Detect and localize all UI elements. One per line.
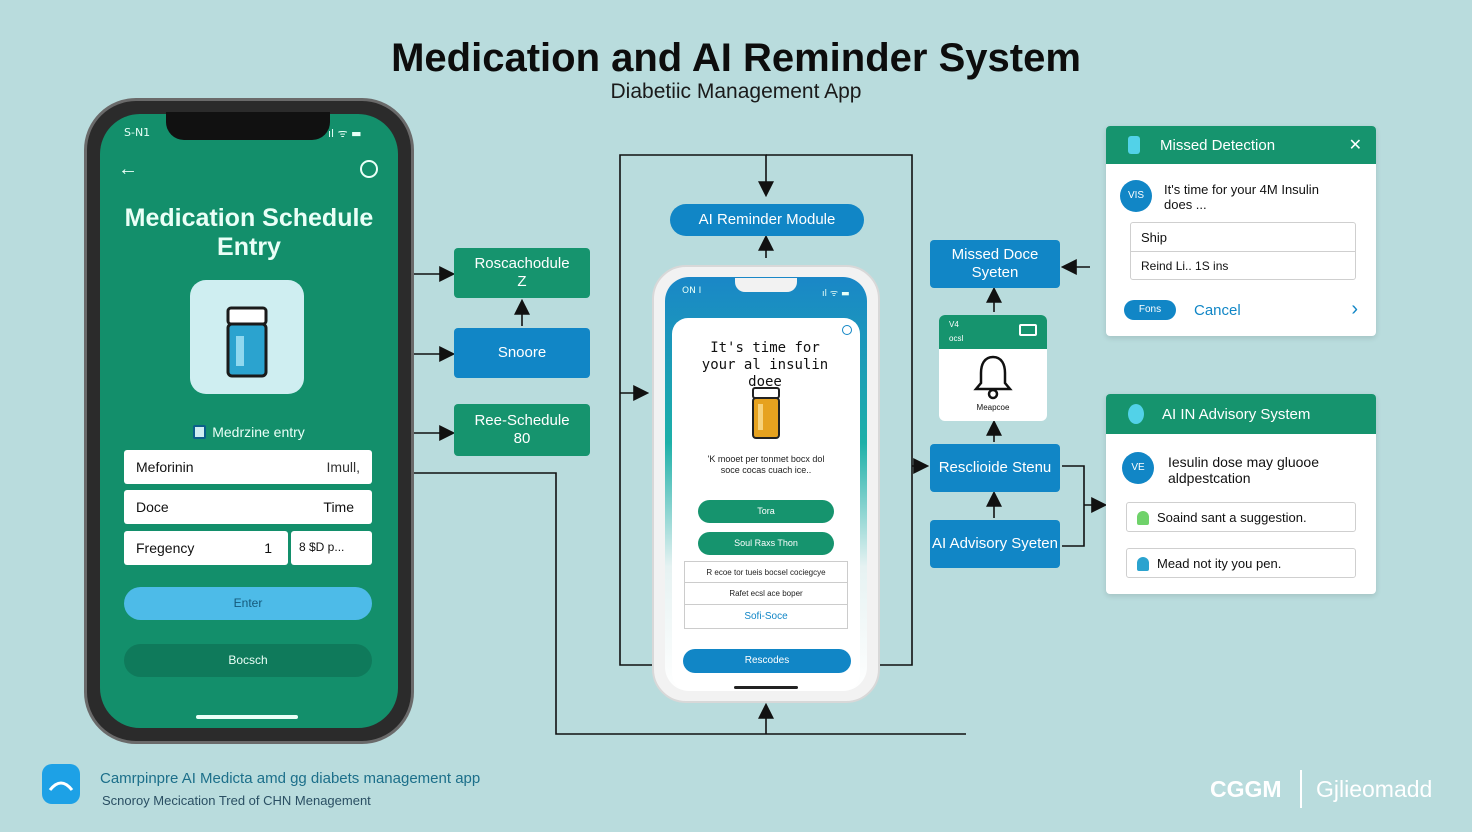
- reschedule-button[interactable]: Rescodes: [683, 649, 851, 673]
- phone-notch: [166, 112, 330, 140]
- reschedule-module-top[interactable]: Roscachodule Z: [454, 248, 590, 298]
- ai-advisory-module[interactable]: AI Advisory Syeten: [930, 520, 1060, 568]
- reschedule-module-bottom[interactable]: Ree-Schedule 80: [454, 404, 590, 456]
- snooze-button[interactable]: Soul Raxs Thon: [698, 532, 834, 555]
- frequency-field[interactable]: Fregency 1: [124, 531, 288, 565]
- take-button[interactable]: Tora: [698, 500, 834, 523]
- status-bar-left: S-N1: [124, 126, 151, 139]
- center-phone-notch: [735, 278, 797, 292]
- footer-line-2: Scnoroy Mecication Tred of CHN Menagemen…: [102, 793, 371, 808]
- option-row-2[interactable]: Rafet ecsl ace boper: [684, 583, 848, 605]
- advisory-avatar: VE: [1122, 452, 1154, 484]
- dose-time-field[interactable]: Doce Time: [124, 490, 372, 524]
- entry-label: Medrzine entry: [100, 424, 398, 440]
- search-button[interactable]: Bocsch: [124, 644, 372, 677]
- settings-icon[interactable]: [360, 160, 378, 178]
- reminder-message: It's time for your al insulin doee: [701, 340, 829, 390]
- chevron-right-icon[interactable]: ›: [1351, 298, 1358, 320]
- center-signal-icon: ıl ᯤ ▬: [822, 289, 850, 299]
- center-status-left: ON I: [682, 286, 702, 296]
- center-home-indicator: [734, 686, 798, 689]
- page-title: Medication and AI Reminder System: [391, 36, 1081, 80]
- avatar: VIS: [1120, 180, 1152, 212]
- ai-reminder-module[interactable]: AI Reminder Module: [670, 204, 864, 236]
- advisory-message: Iesulin dose may gluooe aldpestcation: [1168, 454, 1319, 486]
- vial-icon: [1128, 136, 1140, 154]
- bell-icon: [973, 353, 1013, 406]
- advisory-icon: [1128, 404, 1144, 424]
- brand-logo: CGGM: [1210, 776, 1282, 802]
- advisory-join: [1062, 465, 1085, 547]
- missed-options: Ship Reind Li.. 1S ins: [1130, 222, 1356, 280]
- advisory-panel-header: AI IN Advisory System: [1106, 394, 1376, 434]
- suggestion-item-2[interactable]: Mead not ity you pen.: [1126, 548, 1356, 578]
- enter-button[interactable]: Enter: [124, 587, 372, 620]
- app-logo: [42, 764, 80, 804]
- cancel-link[interactable]: Cancel: [1194, 302, 1241, 319]
- remind-option[interactable]: Reind Li.. 1S ins: [1141, 259, 1229, 273]
- page-subtitle: Diabetiic Management App: [610, 80, 862, 103]
- signal-icon: ıl ᯤ ▬: [328, 127, 362, 140]
- missed-dose-system[interactable]: Missed Doce Syeten: [930, 240, 1060, 288]
- left-phone-screen: [100, 114, 398, 728]
- pill-icon: [193, 425, 207, 439]
- footer-line-1: Camrpinpre AI Medicta amd gg diabets man…: [100, 770, 481, 787]
- skip-option[interactable]: Ship: [1131, 223, 1355, 252]
- screen-title: Medication Schedule Entry: [124, 204, 374, 261]
- back-arrow-icon[interactable]: ←: [118, 158, 138, 180]
- user-icon: [1137, 557, 1149, 571]
- home-indicator: [196, 715, 298, 719]
- brand-secondary: Gjlieomadd: [1316, 776, 1433, 802]
- snooze-module[interactable]: Snoore: [454, 328, 590, 378]
- confirm-pill[interactable]: Fons: [1124, 300, 1176, 320]
- close-icon[interactable]: ✕: [1348, 137, 1362, 154]
- reschedule-status[interactable]: Resclioide Stenu: [930, 444, 1060, 492]
- option-row-1[interactable]: R ecoe tor tueis bocsel cociegcye: [684, 561, 848, 583]
- suggestion-item-1[interactable]: Soaind sant a suggestion.: [1126, 502, 1356, 532]
- medicine-bottle-icon: [190, 280, 304, 394]
- missed-message: It's time for your 4M Insulin does ...: [1164, 182, 1319, 212]
- missed-detection-panel: Missed Detection ✕ VIS It's time for you…: [1106, 126, 1376, 336]
- chat-icon: [1137, 511, 1149, 525]
- refresh-icon[interactable]: [842, 325, 852, 335]
- advisory-panel: AI IN Advisory System VE Iesulin dose ma…: [1106, 394, 1376, 594]
- insulin-vial-icon: [750, 386, 782, 447]
- frequency-extra-field[interactable]: 8 $D p...: [291, 531, 372, 565]
- alarm-card: V4 ocsl Meapcoe: [939, 315, 1047, 421]
- option-row-3[interactable]: Sofi-Soce: [684, 605, 848, 629]
- battery-icon: [1019, 324, 1037, 336]
- missed-panel-header: Missed Detection ✕: [1106, 126, 1376, 164]
- reminder-detail-text: 'K mooet per tonmet bocx dol soce cocas …: [707, 454, 825, 475]
- brand-divider: [1300, 770, 1302, 808]
- medication-name-field[interactable]: Meforinin Imull,: [124, 450, 372, 484]
